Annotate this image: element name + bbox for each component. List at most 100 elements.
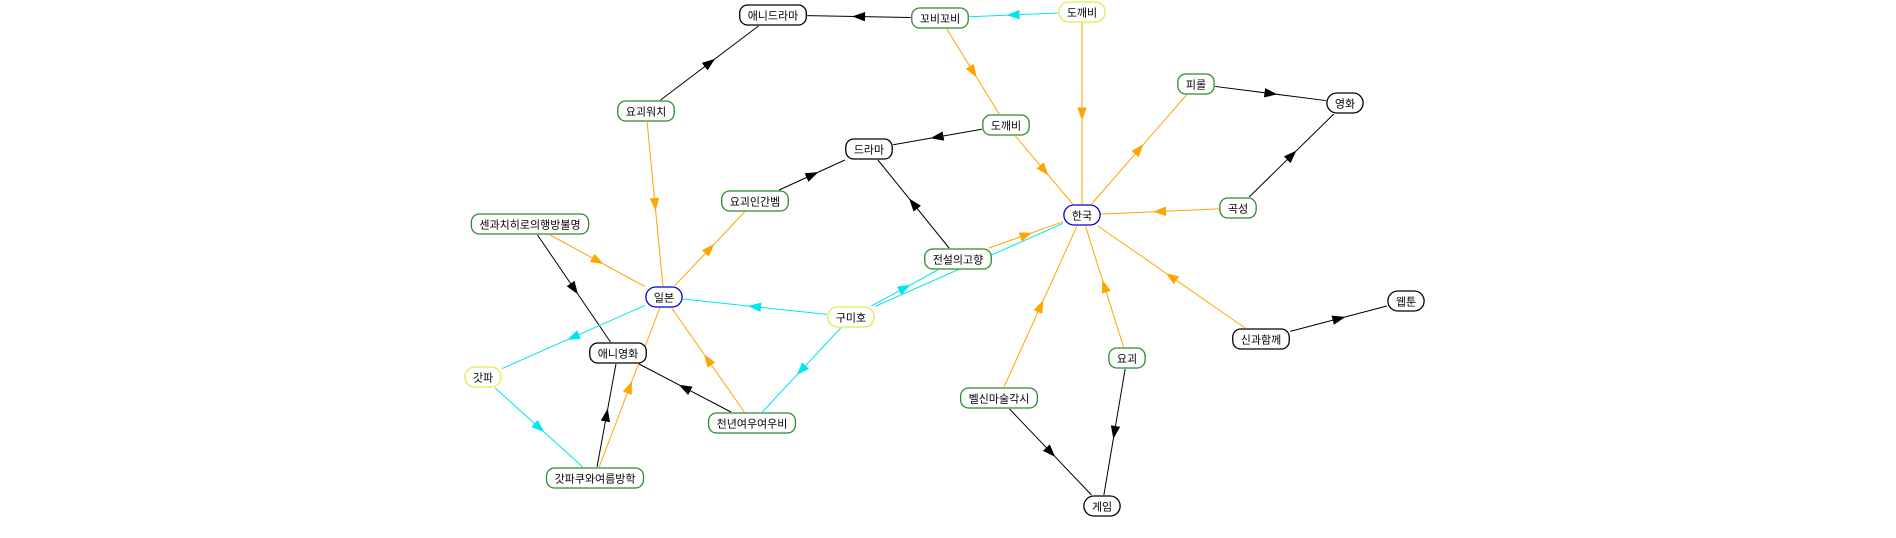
node-hyeonnyeon[interactable]: 천년여우여우비 <box>707 412 797 434</box>
edge-arrowhead <box>678 384 693 395</box>
node-box <box>959 387 1039 409</box>
node-kappaku[interactable]: 갓파쿠와여름방학 <box>545 467 645 489</box>
node-label: 게임 <box>1092 501 1112 514</box>
node-legend[interactable]: 전설의고향 <box>924 248 992 270</box>
node-webtoon[interactable]: 웹툰 <box>1387 290 1425 312</box>
edge-bellsin-to-korea <box>1003 225 1078 388</box>
edge-kappaku-to-japan <box>598 307 661 468</box>
node-anidrama[interactable]: 애니드라마 <box>739 4 807 26</box>
node-sen[interactable]: 센과치히로의행방불명 <box>470 213 590 235</box>
edge-arrowhead <box>1101 279 1111 294</box>
edge-arrowhead <box>701 58 716 71</box>
edge-yokaiwatch-to-japan <box>646 121 664 287</box>
node-yokainingen[interactable]: 요괴인간벰 <box>721 190 789 212</box>
node-kkobi[interactable]: 꼬비꼬비 <box>911 7 969 29</box>
edge-gokseong-to-movie <box>1248 113 1335 198</box>
node-label: 일본 <box>654 291 674 305</box>
edge-hyeonnyeon-to-animovie <box>638 363 732 413</box>
node-korea[interactable]: 한국 <box>1063 204 1101 226</box>
node-label: 도깨비 <box>1067 7 1097 20</box>
node-label: 웹툰 <box>1396 296 1416 309</box>
node-box <box>1108 347 1146 369</box>
node-box <box>645 286 683 308</box>
node-label: 도깨비 <box>991 120 1021 133</box>
node-label: 애니드라마 <box>748 10 799 23</box>
node-label: 곡성 <box>1228 203 1248 216</box>
edge-gumiho-to-hyeonnyeon <box>761 327 842 413</box>
edge-kappaku-to-animovie <box>596 363 617 468</box>
node-box <box>1232 328 1290 350</box>
node-label: 전설의고향 <box>933 254 984 267</box>
edge-arrowhead <box>622 380 632 395</box>
edge-arrowhead <box>930 131 945 141</box>
node-pirul[interactable]: 피롤 <box>1177 73 1215 95</box>
node-box <box>1387 290 1425 312</box>
edge-shingwa-to-korea <box>1097 225 1246 329</box>
node-kappa[interactable]: 갓파 <box>464 366 502 388</box>
edge-gokseong-to-korea <box>1101 206 1219 216</box>
edge-arrowhead <box>965 63 977 78</box>
node-box <box>707 412 797 434</box>
node-box <box>739 4 807 26</box>
node-label: 요괴 <box>1117 353 1137 366</box>
edge-legend-to-korea <box>988 221 1064 249</box>
node-box <box>545 467 645 489</box>
edge-layer <box>494 9 1388 496</box>
node-box <box>470 213 590 235</box>
node-gumiho[interactable]: 구미호 <box>827 306 875 328</box>
node-gokseong[interactable]: 곡성 <box>1219 197 1257 219</box>
node-movie[interactable]: 영화 <box>1326 92 1364 114</box>
edge-arrowhead <box>852 11 866 22</box>
node-shingwa[interactable]: 신과함께 <box>1232 328 1290 350</box>
edge-arrowhead <box>1006 9 1020 20</box>
node-label: 애니영화 <box>598 348 638 361</box>
node-yori[interactable]: 요괴 <box>1108 347 1146 369</box>
node-box <box>827 306 875 328</box>
node-drama[interactable]: 드라마 <box>845 138 893 160</box>
edge-arrowhead <box>531 419 545 433</box>
edge-arrowhead <box>701 243 715 257</box>
node-label: 갓파 <box>473 372 493 385</box>
node-animovie[interactable]: 애니영화 <box>589 342 647 364</box>
node-box <box>1083 495 1121 517</box>
node-box <box>1219 197 1257 219</box>
edge-arrowhead <box>909 198 921 212</box>
edge-yori-to-korea <box>1084 225 1125 348</box>
node-yokaiwatch[interactable]: 요괴워치 <box>617 100 675 122</box>
node-label: 요괴워치 <box>626 106 666 119</box>
edge-arrowhead <box>796 362 810 376</box>
node-label: 천년여우여우비 <box>717 417 788 431</box>
node-bellsin[interactable]: 벨신마술각시 <box>959 387 1039 409</box>
edge-arrowhead <box>748 302 762 313</box>
node-dokkaebi2[interactable]: 도깨비 <box>982 114 1030 136</box>
node-label: 신과함께 <box>1241 334 1281 347</box>
node-dokkaebi1[interactable]: 도깨비 <box>1058 1 1106 23</box>
edge-arrowhead <box>1077 107 1087 121</box>
edge-arrowhead <box>1331 315 1346 325</box>
node-game[interactable]: 게임 <box>1083 495 1121 517</box>
edge-arrowhead <box>1110 425 1121 439</box>
node-label: 피롤 <box>1186 79 1206 92</box>
edge-arrowhead <box>1153 206 1167 216</box>
node-japan[interactable]: 일본 <box>645 286 683 308</box>
edge-dokkaebi1-to-korea <box>1077 23 1087 204</box>
edge-dokkaebi2-to-drama <box>893 128 982 146</box>
edge-legend-to-drama <box>877 159 950 249</box>
node-label: 한국 <box>1072 210 1092 223</box>
edge-arrowhead <box>1036 162 1049 176</box>
edge-arrowhead <box>566 280 578 295</box>
node-box <box>464 366 502 388</box>
edge-sen-to-animovie <box>537 234 611 343</box>
edge-shingwa-to-webtoon <box>1290 305 1388 332</box>
edge-bellsin-to-game <box>1009 408 1092 496</box>
node-box <box>1326 92 1364 114</box>
edge-arrowhead <box>600 408 611 423</box>
node-box <box>589 342 647 364</box>
edge-dokkaebi2-to-korea <box>1014 135 1074 205</box>
edge-arrowhead <box>567 330 581 340</box>
node-label: 꼬비꼬비 <box>920 13 960 26</box>
node-box <box>982 114 1030 136</box>
node-label: 벨신마술각시 <box>969 393 1030 406</box>
